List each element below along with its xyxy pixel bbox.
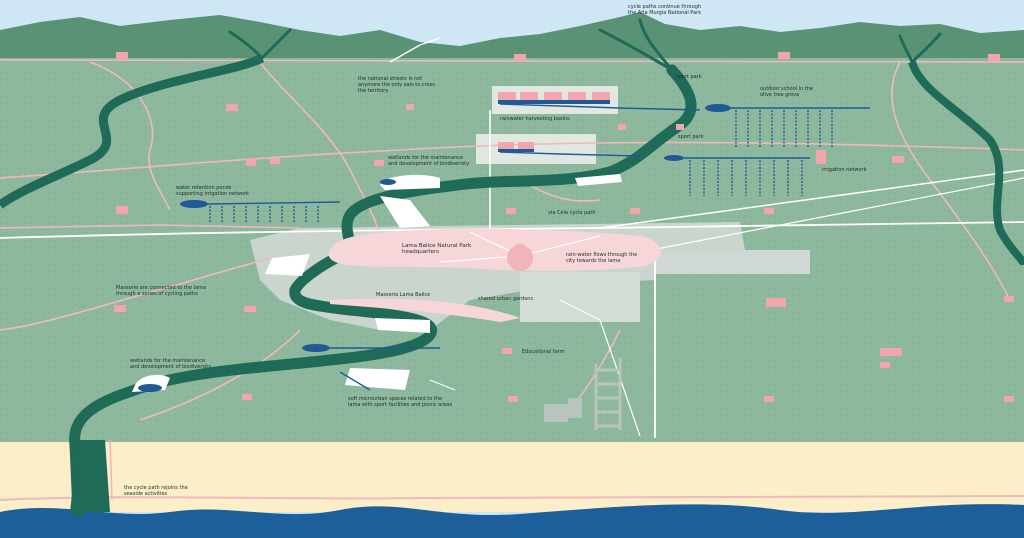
label-rainwater-flows: rain-water flows through the city toward… — [566, 252, 638, 264]
grey-block — [544, 398, 582, 422]
label-irrigation-network: irrigation network — [822, 167, 867, 173]
label-masseria-lama-balice: Masseria Lama Balice — [376, 292, 431, 298]
water-retention-ponds — [138, 104, 731, 392]
label-sport-park-1: sport park — [676, 74, 702, 80]
label-shared-gardens: shared urban gardens — [478, 296, 534, 302]
road-network — [0, 37, 1024, 438]
cycle-path-network — [0, 59, 1024, 501]
label-retention-ponds: water retention ponds supporting irrigat… — [176, 185, 250, 197]
eastern-lama — [908, 60, 1024, 267]
label-rainwater-basins: rainwater harvesting basins — [500, 116, 570, 122]
basin-area-2 — [476, 134, 596, 164]
beach — [0, 442, 1024, 512]
label-cycle-paths-park: cycle paths continue through the Alta Mu… — [628, 4, 702, 16]
label-educational-farm: Educational farm — [522, 349, 565, 355]
western-lama — [0, 53, 265, 209]
park-hq-tower — [516, 244, 524, 258]
irrigation-lines — [207, 103, 870, 391]
sea — [0, 504, 1024, 538]
lama-balice-park — [328, 228, 661, 271]
label-cycle-rejoins: the cycle path rejoins the seaside activ… — [124, 485, 188, 497]
label-outdoor-school: outdoor school in the olive tree grove — [760, 86, 814, 98]
urban-area-east — [655, 250, 810, 274]
label-masserie-connected: Masserie are connected to the lama throu… — [116, 285, 207, 297]
basin-water — [498, 100, 610, 152]
label-wetlands-top: wetlands for the maintenance and develop… — [388, 155, 470, 167]
basin-buildings — [498, 92, 610, 149]
label-sport-park-2: sport park — [678, 134, 704, 140]
label-soft-microurban: soft microurban spaces related to the la… — [348, 396, 452, 408]
masseria-wedge — [330, 298, 520, 322]
label-wetlands-bottom: wetlands for the maintenance and develop… — [130, 358, 212, 370]
label-national-streets: the national streets is not anymore the … — [358, 76, 435, 94]
masserie-farmhouses — [114, 52, 1014, 402]
label-lama-balice-hq: Lama Balice Natural Park headquarters — [402, 243, 472, 255]
industrial-zone — [594, 358, 622, 430]
urban-area-south — [520, 272, 640, 322]
lama-balice-river — [69, 64, 697, 518]
lama-mouth — [70, 440, 110, 512]
mountain-range — [0, 12, 1024, 62]
label-via-cela: via Cela cycle path — [548, 210, 596, 216]
